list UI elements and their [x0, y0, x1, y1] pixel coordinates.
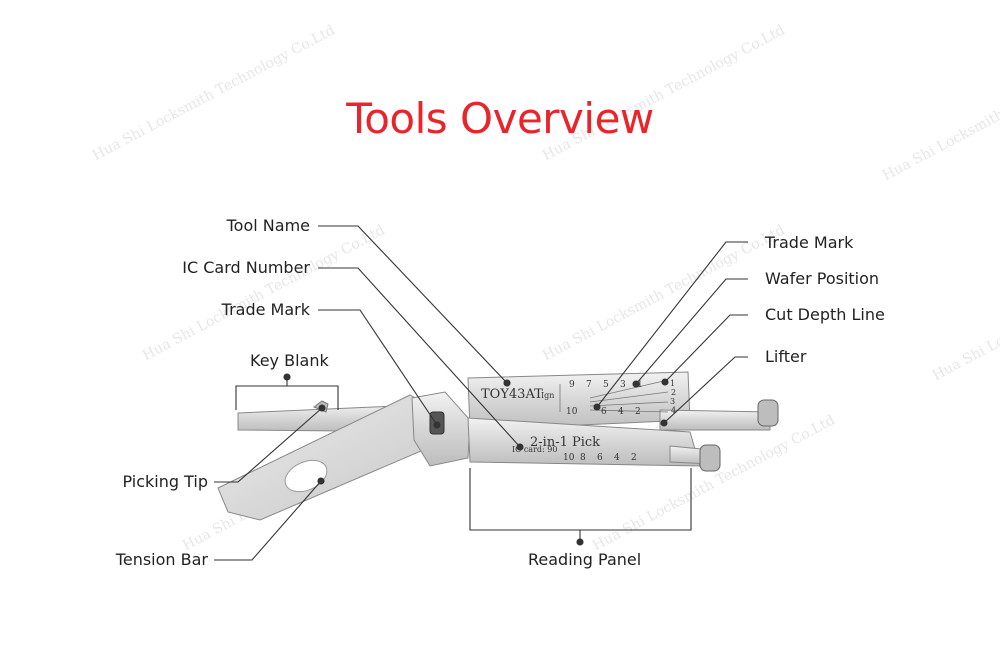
top-number-marking: 3	[620, 380, 626, 390]
label-lifter: Lifter	[765, 347, 807, 366]
label-wafer-position: Wafer Position	[765, 269, 880, 288]
label-trade-mark-right: Trade Mark	[765, 233, 854, 252]
mid-number-marking: 10	[566, 407, 578, 417]
mid-number-marking: 4	[618, 407, 624, 417]
bottom-number-marking: 8	[580, 453, 586, 463]
label-reading-panel: Reading Panel	[528, 550, 642, 569]
top-number-marking: 9	[569, 380, 575, 390]
label-tool-name: Tool Name	[226, 216, 310, 235]
label-picking-tip: Picking Tip	[122, 472, 208, 491]
depth-number-marking: 1	[670, 379, 675, 388]
label-ic-card-number: IC Card Number	[182, 258, 310, 277]
top-number-marking: 5	[603, 380, 609, 390]
tension-bar-hole	[284, 459, 328, 493]
ic-card-marking: IC card: 90	[512, 445, 557, 454]
bottom-number-marking: 6	[597, 453, 603, 463]
lifter-knob-upper	[757, 399, 779, 427]
mid-number-marking: 6	[601, 407, 607, 417]
label-cut-depth-line: Cut Depth Line	[765, 305, 885, 324]
lifter-arm-upper	[659, 409, 771, 431]
depth-number-marking: 2	[671, 388, 676, 397]
label-trade-mark-left: Trade Mark	[221, 300, 310, 319]
top-number-marking: 1	[637, 380, 643, 390]
bottom-number-marking: 10	[563, 453, 575, 463]
cut-depth-lines	[559, 379, 669, 413]
depth-number-marking: 3	[670, 397, 675, 406]
tool-subtitle-marking: 2-in-1 Pick	[530, 435, 600, 450]
bottom-number-marking: 4	[614, 453, 620, 463]
tool-name-marking: TOY43AT	[481, 387, 543, 402]
label-key-blank: Key Blank	[250, 351, 329, 370]
lifter-knob-lower	[699, 444, 721, 472]
depth-number-marking: 4	[671, 406, 676, 415]
bottom-number-marking: 2	[631, 453, 637, 463]
page-title: Tools Overview	[346, 94, 654, 143]
top-number-marking: 7	[586, 380, 592, 390]
callout-lines	[214, 225, 748, 561]
label-tension-bar: Tension Bar	[115, 550, 208, 569]
tool-name-suffix: Ign	[541, 391, 554, 400]
mid-number-marking: 2	[635, 407, 641, 417]
